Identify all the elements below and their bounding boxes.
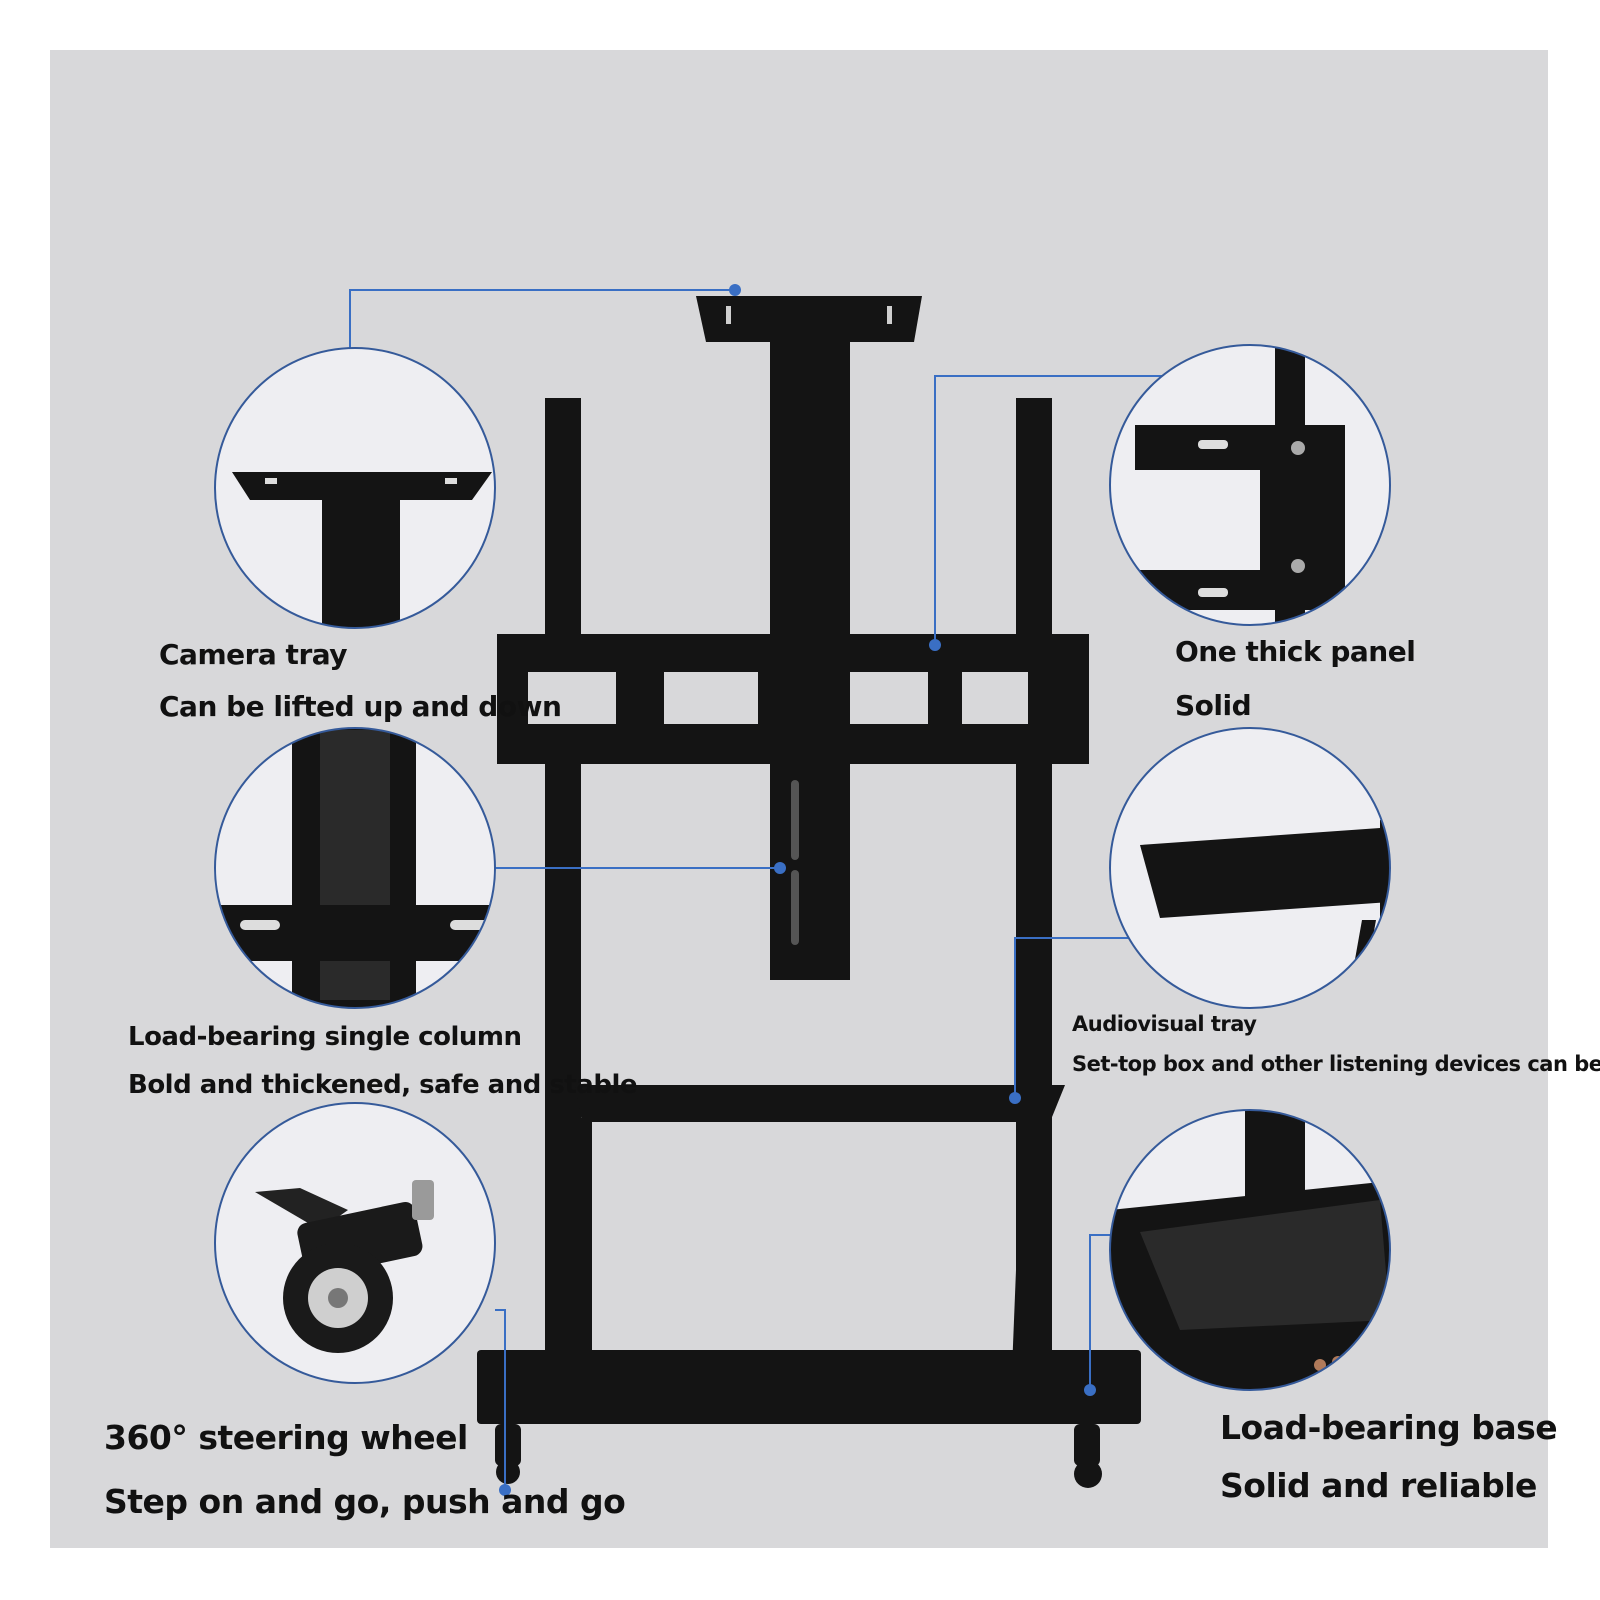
plate-window-4 xyxy=(962,672,1028,724)
tv-stand xyxy=(477,296,1141,1488)
thick-panel-detail-circle xyxy=(1109,344,1391,626)
thick-panel-title: One thick panel xyxy=(1175,635,1416,668)
camera-tray-slot-left xyxy=(726,306,731,324)
left-upright xyxy=(545,398,581,1418)
callout-dots xyxy=(499,284,1096,1496)
av-tray-dot xyxy=(1009,1092,1021,1104)
thick-panel-dot xyxy=(929,639,941,651)
thick-panel-subtitle: Solid xyxy=(1175,689,1252,722)
column-dot xyxy=(774,862,786,874)
base-detail-circle xyxy=(1109,1109,1391,1391)
av-tray-subtitle: Set-top box and other listening devices … xyxy=(1072,1052,1600,1076)
plate-crossbar xyxy=(770,640,850,750)
plate-window-1 xyxy=(528,672,616,724)
plate-window-3 xyxy=(844,672,928,724)
base-platform xyxy=(477,1350,1141,1424)
column-detail-circle xyxy=(214,727,496,1009)
caster-right-wheel xyxy=(1074,1460,1102,1488)
center-column-slot-1 xyxy=(791,780,799,860)
caster-left xyxy=(495,1424,521,1466)
caster-left-wheel xyxy=(496,1460,520,1484)
camera-tray xyxy=(696,296,922,342)
base-dot xyxy=(1084,1384,1096,1396)
av-tray-title: Audiovisual tray xyxy=(1072,1012,1257,1036)
wheel-callout-line xyxy=(495,1309,506,1490)
plate-window-2 xyxy=(664,672,758,724)
wheel-title: 360° steering wheel xyxy=(104,1418,468,1457)
av-shelf xyxy=(575,1085,1065,1122)
wheel-dot xyxy=(499,1484,511,1496)
base-title: Load-bearing base xyxy=(1220,1408,1558,1447)
single-column-subtitle: Bold and thickened, safe and stable xyxy=(128,1070,638,1100)
shelf-support-left xyxy=(580,1118,592,1368)
av-tray-detail-circle xyxy=(1109,727,1391,1009)
shelf-support-right xyxy=(1012,1120,1036,1370)
camera-tray-callout-line xyxy=(349,289,735,350)
wheel-detail-circle xyxy=(214,1102,496,1384)
camera-tray-subtitle: Can be lifted up and down xyxy=(159,690,562,723)
camera-tray-dot xyxy=(729,284,741,296)
camera-tray-title: Camera tray xyxy=(159,638,348,671)
camera-tray-detail-circle xyxy=(214,347,496,629)
thick-panel-callout-line xyxy=(934,375,1198,645)
center-column-slot-2 xyxy=(791,870,799,945)
base-subtitle: Solid and reliable xyxy=(1220,1466,1537,1505)
caster-right xyxy=(1074,1424,1100,1466)
single-column-title: Load-bearing single column xyxy=(128,1022,522,1052)
wheel-subtitle: Step on and go, push and go xyxy=(104,1482,626,1521)
camera-tray-slot-right xyxy=(887,306,892,324)
